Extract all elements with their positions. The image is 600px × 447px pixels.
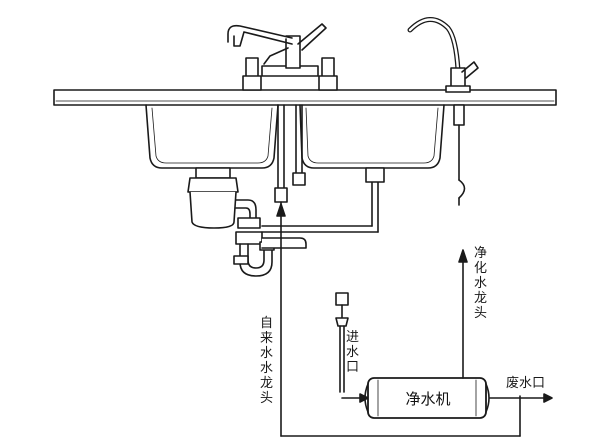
purified-tap-label: 净化水龙头 xyxy=(473,246,487,321)
inlet-line xyxy=(335,292,369,403)
left-sink-basin xyxy=(145,104,279,169)
tap-water-label: 自来水水龙头 xyxy=(259,316,273,406)
tap-water-line xyxy=(280,201,521,437)
garbage-disposal xyxy=(187,167,239,229)
tap-water-arrow xyxy=(276,203,286,217)
inlet-label: 进水口 xyxy=(345,330,359,375)
right-sink-basin xyxy=(299,104,445,169)
faucet-supply-tubes xyxy=(274,104,306,203)
waste-outlet-label: 废水口 xyxy=(506,376,546,391)
drain-trap xyxy=(233,167,385,277)
purifier-unit xyxy=(364,377,490,419)
purified-faucet xyxy=(407,17,479,206)
purifier-label: 净水机 xyxy=(405,390,451,408)
countertop xyxy=(53,89,557,106)
main-faucet xyxy=(227,23,338,91)
purified-line xyxy=(458,249,468,379)
waste-line xyxy=(489,393,553,403)
